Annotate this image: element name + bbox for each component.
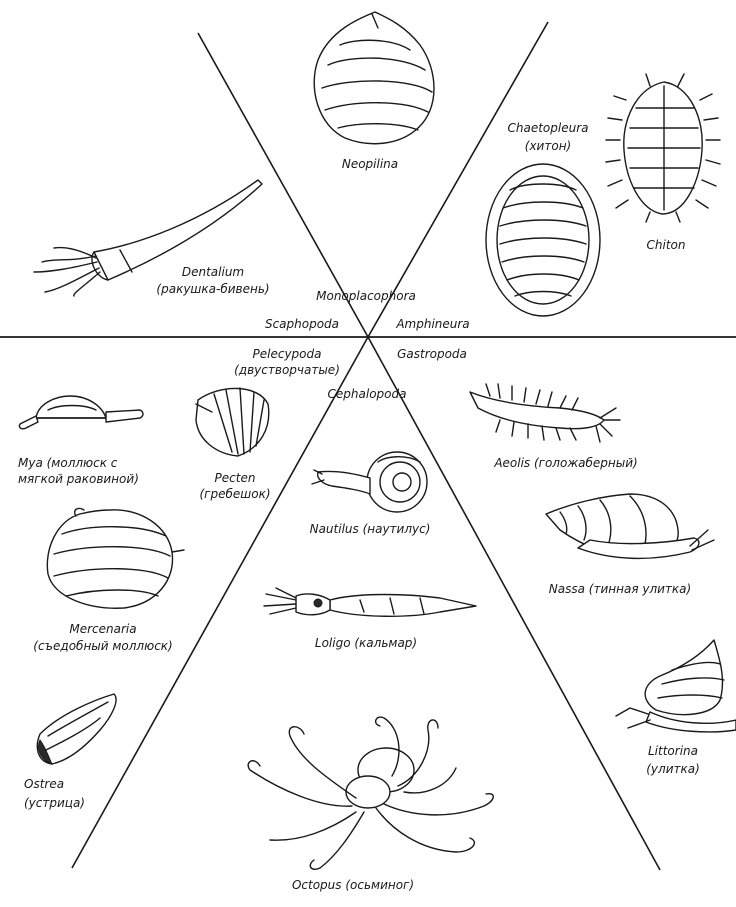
class-label-pelecypoda: Pelecypoda: [252, 347, 322, 361]
class-divider-lines: [0, 21, 736, 871]
sea-slug-icon: [469, 383, 621, 443]
label-dentalium: Dentalium: [181, 265, 245, 279]
label-chaetopleura: Chaetopleura: [507, 121, 589, 135]
label-mercenaria: Mercenaria: [69, 622, 137, 636]
label-littorina: Littorina: [648, 744, 698, 758]
upper-right-divider: [367, 21, 549, 338]
class-label-cephalopoda: Cephalopoda: [327, 387, 407, 401]
class-label-monoplacophora: Monoplacophora: [316, 289, 416, 303]
chiton-plates-icon: [485, 163, 601, 317]
label-nassa: Nassa (тинная улитка): [548, 582, 692, 596]
label-octopus: Octopus (осьминог): [291, 878, 415, 892]
label-loligo: Loligo (кальмар): [314, 636, 418, 650]
lower-left-divider: [71, 336, 369, 869]
octopus-icon: [247, 716, 494, 870]
label-chaetopleura-ru: (хитон): [524, 139, 572, 153]
lower-right-divider: [367, 336, 661, 871]
neopilina-shell-icon: [313, 11, 435, 145]
tusk-shell-icon: [33, 179, 263, 297]
scallop-icon: [195, 387, 270, 457]
nautilus-icon: [311, 451, 428, 513]
upper-left-divider: [197, 32, 369, 338]
squid-icon: [263, 587, 477, 617]
class-label-amphineura: Amphineura: [396, 317, 470, 331]
class-label-gastropoda: Gastropoda: [397, 347, 467, 361]
chiton-bristled-icon: [605, 73, 721, 223]
label-pecten: Pecten: [214, 471, 256, 485]
label-neopilina: Neopilina: [341, 157, 399, 171]
hard-clam-icon: [46, 507, 185, 609]
label-dentalium-ru: (ракушка-бивень): [156, 282, 270, 296]
label-aeolis: Aeolis (голожаберный): [494, 456, 638, 470]
class-label-scaphopoda: Scaphopoda: [264, 317, 340, 331]
label-ostrea: Ostrea: [24, 777, 65, 791]
oyster-icon: [36, 693, 117, 765]
label-ostrea-ru: (устрица): [24, 796, 85, 810]
class-label-pelecypoda-ru: (двустворчатые): [234, 363, 340, 377]
label-mya-ru: мягкой раковиной): [18, 472, 139, 486]
mud-snail-icon: [545, 493, 715, 560]
label-mya: Mya (моллюск с: [18, 456, 118, 470]
label-nautilus: Nautilus (наутилус): [309, 522, 431, 536]
label-pecten-ru: (гребешок): [199, 487, 271, 501]
softshell-clam-icon: [18, 395, 144, 430]
periwinkle-icon: [615, 639, 736, 733]
label-littorina-ru: (улитка): [646, 762, 700, 776]
label-chiton: Chiton: [646, 238, 686, 252]
label-mercenaria-ru: (съедобный моллюск): [33, 639, 173, 653]
